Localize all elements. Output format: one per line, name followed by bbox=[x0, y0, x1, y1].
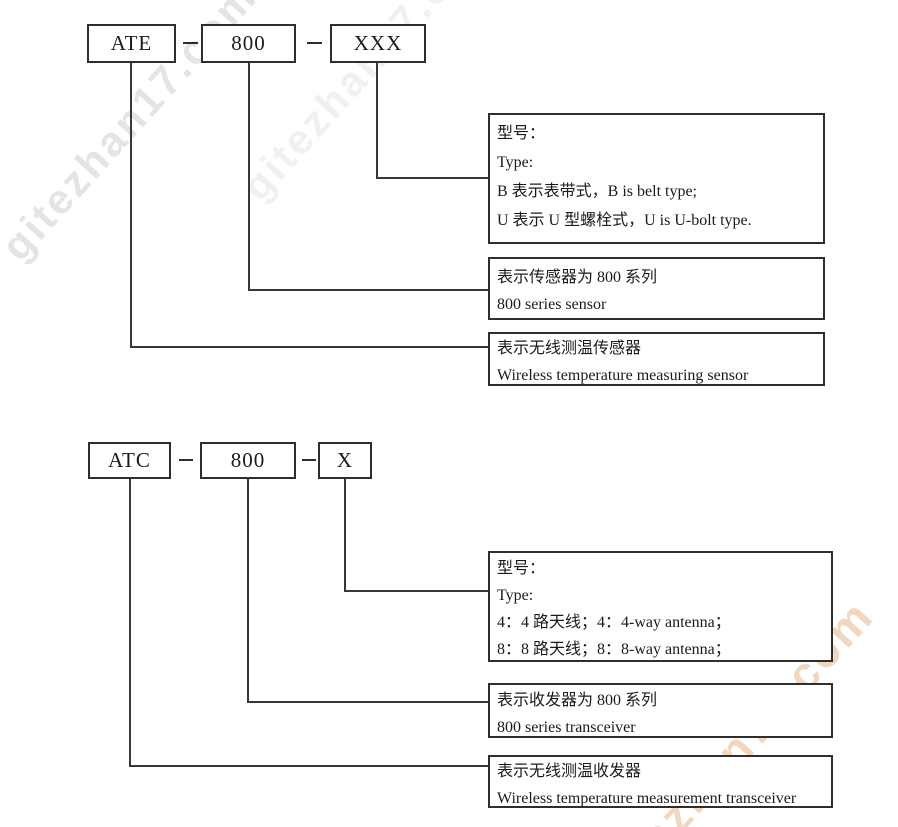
d2-note-product: 表示无线测温收发器 Wireless temperature measureme… bbox=[488, 755, 833, 808]
d1-note-product: 表示无线测温传感器 Wireless temperature measuring… bbox=[488, 332, 825, 386]
note-line: 型号： bbox=[497, 560, 546, 577]
d2-code-box-x: X bbox=[318, 442, 372, 479]
d2-connector-x-horizontal bbox=[344, 590, 489, 592]
d1-connector-800-horizontal bbox=[248, 289, 489, 291]
d2-connector-atc-vertical bbox=[129, 479, 131, 767]
note-line: Type: bbox=[497, 587, 534, 604]
d2-code-box-atc: ATC bbox=[88, 442, 171, 479]
note-line: 表示无线测温收发器 bbox=[497, 763, 642, 780]
note-line: 4：4 路天线；4：4-way antenna； bbox=[497, 614, 731, 631]
d1-connector-xxx-horizontal bbox=[376, 177, 489, 179]
note-line: 型号： bbox=[497, 125, 546, 142]
d1-connector-ate-vertical bbox=[130, 63, 132, 348]
note-line: 表示传感器为 800 系列 bbox=[497, 269, 658, 286]
d2-connector-800-horizontal bbox=[247, 701, 489, 703]
d2-dash-separator-1 bbox=[179, 459, 193, 461]
d1-dash-separator-2 bbox=[307, 42, 322, 44]
d2-note-series: 表示收发器为 800 系列 800 series transceiver bbox=[488, 683, 833, 738]
d1-dash-separator-1 bbox=[183, 42, 198, 44]
note-line: 800 series transceiver bbox=[497, 719, 636, 736]
note-line: B 表示表带式，B is belt type; bbox=[497, 183, 698, 200]
d1-code-box-800: 800 bbox=[201, 24, 296, 63]
d2-connector-x-vertical bbox=[344, 479, 346, 592]
note-line: 800 series sensor bbox=[497, 296, 607, 313]
note-line: U 表示 U 型螺栓式，U is U-bolt type. bbox=[497, 212, 752, 229]
d1-connector-ate-horizontal bbox=[130, 346, 489, 348]
d1-note-series: 表示传感器为 800 系列 800 series sensor bbox=[488, 257, 825, 320]
d1-note-type: 型号： Type: B 表示表带式，B is belt type; U 表示 U… bbox=[488, 113, 825, 244]
note-line: Wireless temperature measurement transce… bbox=[497, 790, 797, 807]
note-line: 表示无线测温传感器 bbox=[497, 340, 642, 357]
note-line: Wireless temperature measuring sensor bbox=[497, 367, 749, 384]
d2-note-type: 型号： Type: 4：4 路天线；4：4-way antenna； 8：8 路… bbox=[488, 551, 833, 662]
d1-code-box-xxx: XXX bbox=[330, 24, 426, 63]
note-line: Type: bbox=[497, 154, 534, 171]
d1-connector-xxx-vertical bbox=[376, 63, 378, 179]
d2-code-box-800: 800 bbox=[200, 442, 296, 479]
d1-code-box-ate: ATE bbox=[87, 24, 176, 63]
note-line: 表示收发器为 800 系列 bbox=[497, 692, 658, 709]
note-line: 8：8 路天线；8：8-way antenna； bbox=[497, 641, 731, 658]
d2-connector-800-vertical bbox=[247, 479, 249, 703]
d1-connector-800-vertical bbox=[248, 62, 250, 291]
d2-connector-atc-horizontal bbox=[129, 765, 489, 767]
d2-dash-separator-2 bbox=[302, 459, 316, 461]
